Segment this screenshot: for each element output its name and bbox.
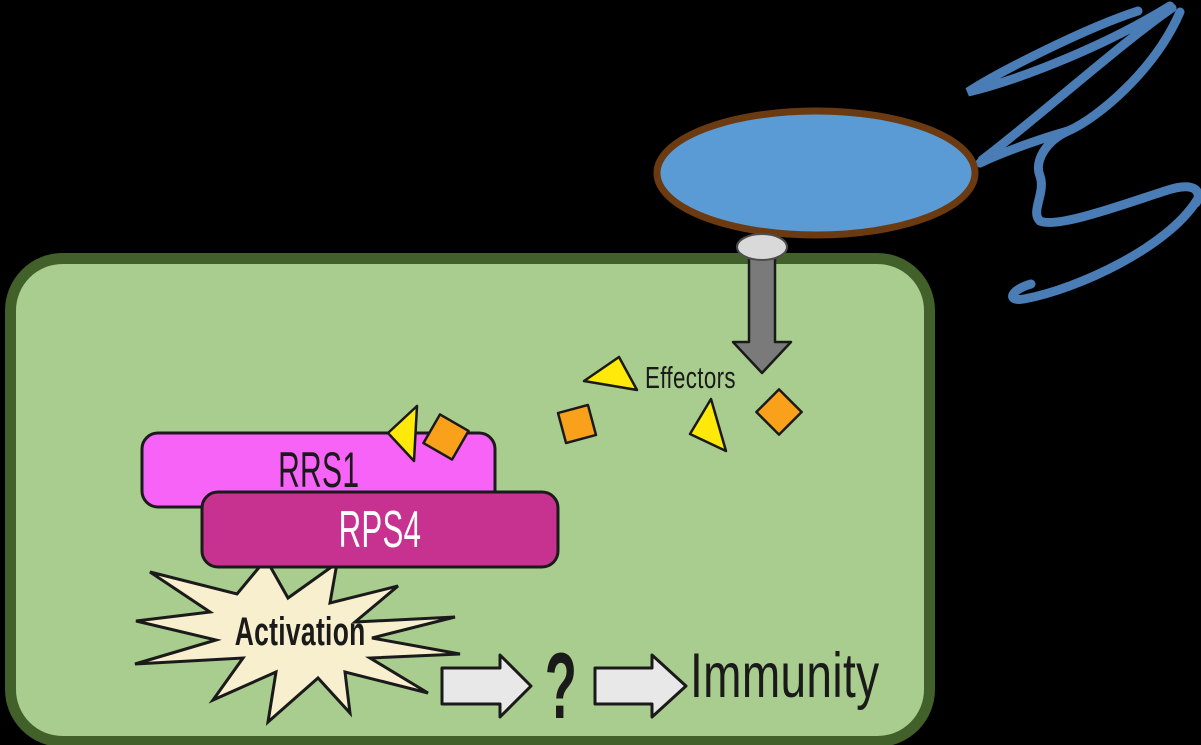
activation-label-text: Activation — [234, 610, 366, 654]
flagellum-stroke — [977, 3, 1177, 165]
rps4-label: RPS4 — [202, 492, 558, 567]
effector-triangle-icon — [386, 404, 419, 463]
effector-diamond-icon — [422, 413, 470, 461]
question-mark: ? — [527, 639, 595, 733]
rrs1-label: RRS1 — [142, 433, 495, 507]
flagellum-stroke — [1032, 7, 1201, 227]
flagella-icon — [965, 1, 1201, 304]
pilus-base-icon — [736, 233, 788, 261]
immunity-label-text: Immunity — [690, 641, 880, 711]
flagellum-stroke — [975, 126, 1073, 168]
flow-arrow-icon — [440, 653, 533, 719]
flagellum-stroke — [965, 1, 1175, 97]
rps4-label-text: RPS4 — [338, 500, 422, 559]
question-mark-text: ? — [544, 633, 578, 738]
effectors-label-text: Effectors — [645, 360, 736, 395]
effector-triangle-icon — [582, 355, 639, 392]
rps4-box — [200, 490, 560, 569]
activation-label: Activation — [140, 601, 460, 663]
immunity-label: Immunity — [690, 645, 950, 708]
effectors-label: Effectors — [645, 362, 771, 393]
flagellum-stroke — [1008, 195, 1201, 304]
rrs1-label-text: RRS1 — [277, 442, 360, 498]
bacterium-icon — [653, 107, 979, 239]
flow-arrow-icon — [593, 653, 688, 719]
secretion-arrow-icon — [731, 248, 793, 375]
effector-diamond-icon — [755, 388, 803, 436]
effector-triangle-icon — [688, 397, 728, 453]
effector-diamond-icon — [556, 403, 598, 445]
